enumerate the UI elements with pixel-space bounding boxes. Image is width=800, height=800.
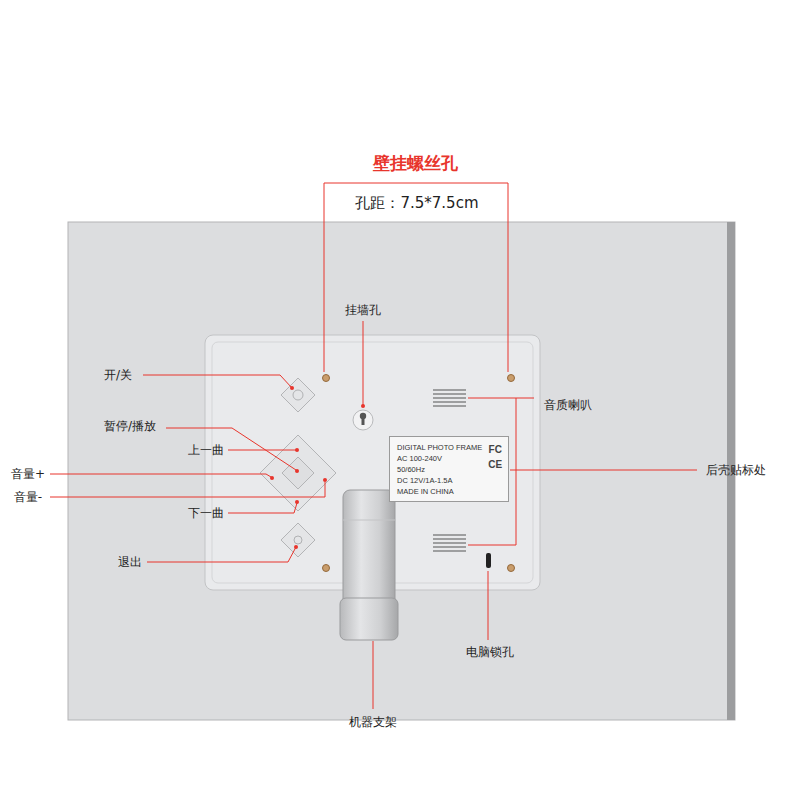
buttons — [260, 378, 336, 557]
grille-line — [433, 405, 466, 406]
leader-dot — [294, 545, 298, 549]
leader-line — [510, 470, 697, 471]
annotation-label: 机器支架 — [349, 715, 397, 729]
sticker-text: DC 12V/1A-1.5A — [397, 475, 482, 486]
stand-foot — [340, 598, 398, 640]
leader-line — [143, 375, 292, 388]
annotation-label: 孔距：7.5*7.5cm — [355, 194, 478, 212]
screw-hole — [508, 565, 515, 572]
annotation-label: 音量- — [14, 490, 42, 504]
sticker-text: MADE IN CHINA — [397, 486, 482, 497]
annotation-label: 电脑锁孔 — [466, 645, 514, 659]
leader-dot — [295, 500, 299, 504]
grille-line — [433, 546, 466, 547]
grille-line — [433, 550, 466, 551]
leader-dot — [290, 386, 294, 390]
screw-hole — [323, 375, 330, 382]
screw-hole — [323, 565, 330, 572]
leader-dot — [295, 469, 299, 473]
sticker-text: DIGITAL PHOTO FRAME — [397, 442, 482, 453]
leader-dot — [270, 476, 274, 480]
stand — [340, 490, 398, 640]
annotation-label: 上一曲 — [188, 443, 224, 457]
leader-dot — [323, 478, 327, 482]
annotation-label: 后壳贴标处 — [706, 463, 766, 477]
grille-line — [433, 538, 466, 539]
annotation-label: 下一曲 — [188, 506, 224, 520]
grille-line — [433, 534, 466, 535]
leader-lines — [50, 183, 697, 709]
grille-line — [433, 401, 466, 402]
leader-line — [228, 450, 296, 451]
keyhole-ring — [353, 410, 373, 430]
leader-line — [166, 428, 296, 470]
power-button — [281, 378, 315, 412]
exit-symbol — [294, 536, 302, 544]
sticker-logo-column: FCCE — [488, 442, 502, 472]
keyhole-slot — [362, 416, 365, 425]
power-symbol — [293, 390, 303, 400]
annotation-label: 开/关 — [104, 368, 132, 382]
leader-line — [373, 641, 374, 709]
leader-line — [363, 321, 364, 406]
hole-bracket — [324, 183, 508, 372]
frame-back — [68, 222, 735, 720]
annotation-label: 退出 — [118, 555, 142, 569]
leader-line — [50, 474, 271, 477]
lock-slot — [486, 553, 491, 568]
leader-line — [488, 571, 489, 640]
annotation-label: 音质喇叭 — [544, 398, 592, 412]
annotation-label: 音量+ — [11, 467, 45, 481]
annotation-label: 暂停/播放 — [104, 419, 156, 433]
stand-hinge — [343, 520, 395, 521]
sticker-text: AC 100-240V — [397, 453, 482, 464]
annotation-label: 壁挂螺丝孔 — [373, 153, 458, 173]
leader-dots — [270, 386, 365, 549]
play-button — [282, 457, 314, 489]
grille-line — [433, 542, 466, 543]
rating-sticker: DIGITAL PHOTO FRAMEAC 100-240V50/60HzDC … — [389, 436, 509, 502]
grille-line — [433, 393, 466, 394]
sticker-text-column: DIGITAL PHOTO FRAMEAC 100-240V50/60HzDC … — [397, 442, 482, 497]
stand-arm — [343, 490, 395, 610]
leader-line — [228, 503, 297, 513]
certification-mark: CE — [488, 457, 502, 472]
leader-dot — [295, 448, 299, 452]
grille-line — [433, 389, 466, 390]
keyhole — [353, 410, 373, 430]
leader-dot — [361, 404, 365, 408]
dpad-button — [260, 435, 336, 511]
screw-hole — [508, 375, 515, 382]
leader-line — [50, 482, 325, 497]
certification-mark: FC — [488, 442, 502, 457]
grille-line — [433, 397, 466, 398]
leader-line — [147, 547, 296, 562]
leader-line — [468, 398, 534, 399]
sticker-text: 50/60Hz — [397, 464, 482, 475]
exit-button — [281, 523, 315, 557]
annotation-label: 挂墙孔 — [345, 303, 381, 317]
